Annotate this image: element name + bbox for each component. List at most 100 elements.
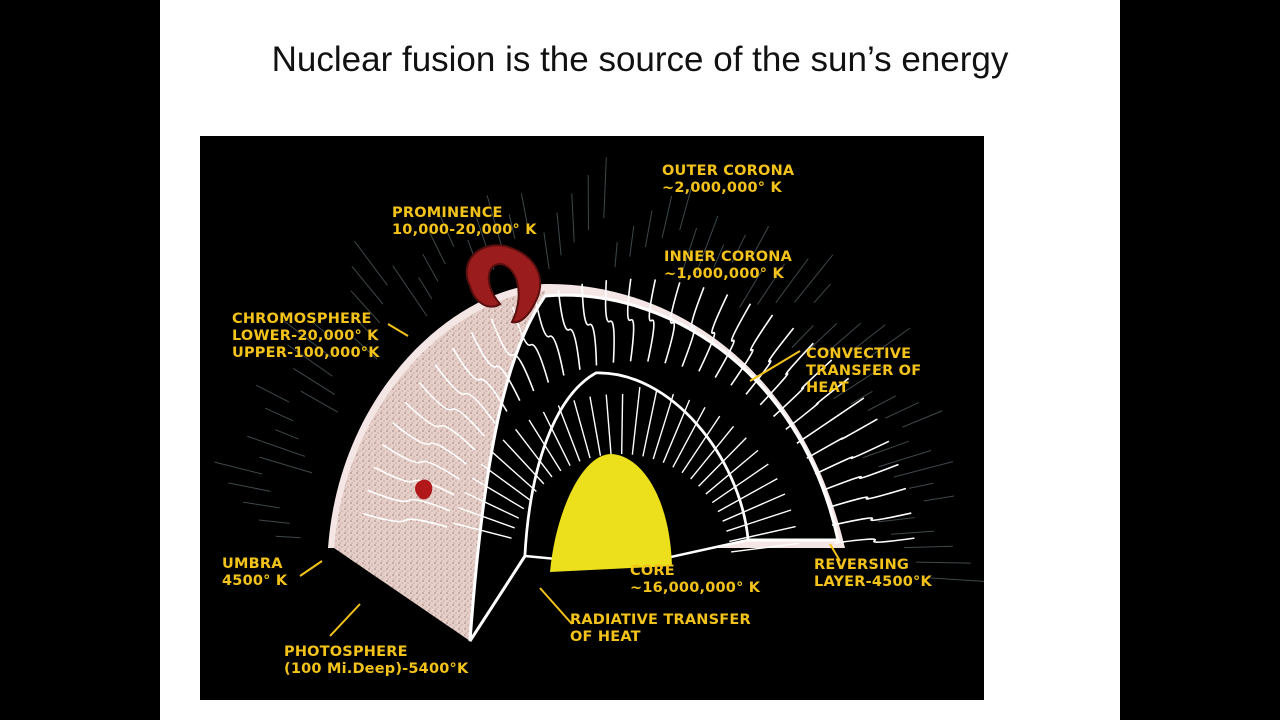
- convective-line: [796, 397, 865, 444]
- corona-ray: [603, 157, 607, 219]
- radiative-line: [681, 415, 721, 474]
- label-radiative: RADIATIVE TRANSFER OF HEAT: [570, 612, 751, 645]
- corona-ray: [862, 440, 910, 459]
- corona-ray: [915, 561, 971, 564]
- corona-ray: [878, 450, 932, 468]
- convective-line: [363, 512, 448, 528]
- radiative-line: [698, 437, 747, 487]
- label-reversing-layer: REVERSING LAYER-4500°K: [814, 557, 932, 590]
- corona-ray: [885, 402, 920, 419]
- corona-ray: [661, 196, 673, 239]
- corona-ray: [629, 225, 635, 257]
- corona-ray: [392, 265, 428, 317]
- radiative-line: [726, 509, 792, 532]
- sunspot: [415, 479, 433, 500]
- corona-ray: [300, 390, 339, 413]
- radiative-line: [453, 522, 512, 539]
- convective-line: [373, 466, 455, 496]
- convective-line: [534, 297, 565, 376]
- radiative-line: [605, 394, 612, 455]
- convective-line: [581, 283, 598, 366]
- label-prominence: PROMINENCE 10,000-20,000° K: [392, 205, 537, 238]
- corona-ray: [865, 327, 911, 361]
- radiative-line: [464, 491, 520, 519]
- convective-line: [759, 342, 814, 406]
- corona-ray: [679, 227, 698, 281]
- corona-ray: [756, 263, 785, 305]
- corona-ray: [556, 212, 562, 256]
- radiative-line: [722, 493, 786, 522]
- label-chromosphere: CHROMOSPHERE LOWER-20,000° K UPPER-100,0…: [232, 311, 380, 361]
- corona-ray: [247, 435, 306, 457]
- convective-line: [434, 364, 496, 424]
- label-convective: CONVECTIVE TRANSFER OF HEAT: [806, 346, 922, 396]
- slide: Nuclear fusion is the source of the sun’…: [160, 0, 1120, 720]
- radiative-line: [717, 477, 778, 513]
- corona-ray: [486, 195, 505, 255]
- radiative-line: [690, 425, 735, 480]
- radiative-line: [711, 463, 769, 504]
- convective-line: [512, 306, 550, 383]
- corona-ray: [833, 365, 886, 400]
- radiative-radial-lines: [453, 387, 799, 553]
- convective-wavy-lines: [363, 278, 915, 544]
- prominence-loop: [465, 244, 542, 324]
- radiative-line: [502, 439, 545, 485]
- convective-line: [626, 278, 635, 362]
- corona-ray: [351, 265, 384, 305]
- corona-ray: [739, 270, 763, 308]
- label-outer-corona: OUTER CORONA ~2,000,000° K: [662, 163, 795, 196]
- corona-ray: [436, 207, 455, 247]
- corona-ray: [259, 456, 313, 474]
- corona-ray: [418, 277, 433, 300]
- corona-ray: [846, 324, 886, 356]
- radiative-line: [662, 399, 691, 463]
- corona-ray: [354, 241, 388, 286]
- convective-line: [647, 279, 657, 362]
- corona-ray: [903, 545, 953, 549]
- corona-ray: [908, 482, 934, 489]
- radiative-line: [642, 389, 658, 457]
- convective-line: [730, 314, 774, 386]
- radiative-line: [573, 400, 591, 459]
- radiative-line: [542, 411, 571, 467]
- corona-ray: [775, 258, 809, 304]
- corona-ray: [228, 482, 271, 492]
- radiative-line: [515, 428, 553, 478]
- convective-line: [827, 487, 907, 509]
- corona-ray: [255, 384, 290, 403]
- convective-line: [604, 280, 615, 363]
- label-photosphere: PHOTOSPHERE (100 Mi.Deep)-5400°K: [284, 644, 469, 677]
- radiative-line: [731, 542, 799, 553]
- radiative-line: [471, 477, 525, 510]
- convective-line: [834, 537, 915, 544]
- convective-line: [785, 377, 850, 430]
- corona-ray: [695, 216, 719, 274]
- corona-ray: [293, 367, 336, 396]
- convective-line: [831, 512, 912, 526]
- corona-ray: [353, 337, 378, 360]
- corona-ray: [264, 407, 294, 422]
- convective-line: [814, 440, 890, 475]
- corona-ray: [813, 283, 831, 304]
- radiative-line: [652, 393, 675, 460]
- corona-ray: [571, 193, 575, 243]
- corona-ray: [891, 530, 935, 535]
- corona-ray: [428, 230, 446, 265]
- corona-ray: [877, 517, 915, 523]
- corona-ray: [287, 344, 333, 377]
- corona-ray: [614, 242, 618, 268]
- corona-ray: [275, 535, 301, 539]
- convective-line: [714, 303, 752, 378]
- slide-title: Nuclear fusion is the source of the sun’…: [271, 40, 1009, 79]
- corona-ray: [275, 429, 299, 440]
- corona-ray: [850, 390, 873, 405]
- corona-rays: [214, 157, 984, 582]
- corona-ray: [258, 519, 290, 524]
- corona-ray: [282, 319, 332, 358]
- label-core: CORE ~16,000,000° K: [630, 563, 761, 596]
- radiative-line: [589, 396, 602, 456]
- core: [550, 454, 672, 572]
- convective-line: [772, 359, 833, 418]
- corona-ray: [350, 290, 381, 324]
